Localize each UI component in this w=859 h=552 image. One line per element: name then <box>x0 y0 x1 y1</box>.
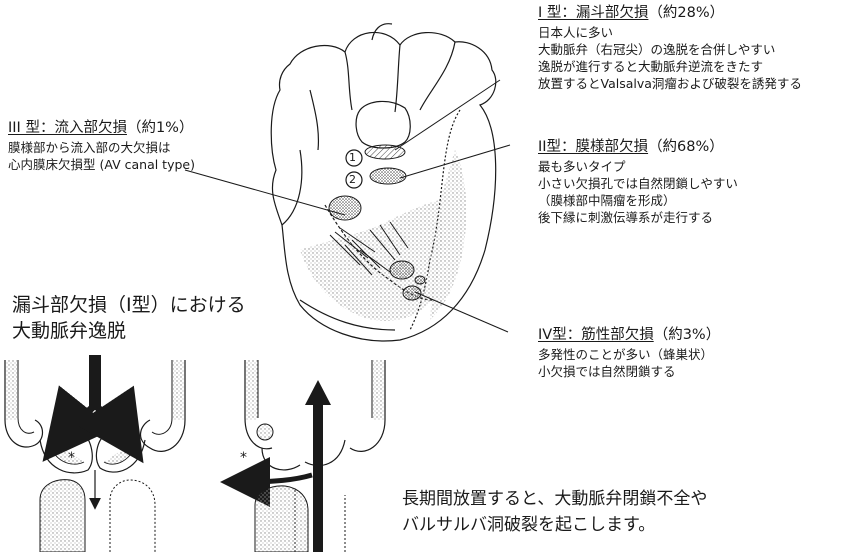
type2-heading: II型：膜様部欠損（約68%） <box>538 138 738 156</box>
asterisk-left: * <box>68 450 75 466</box>
type3-label-block: III 型：流入部欠損（約1%） 膜様部から流入部の大欠損は 心内膜床欠損型 (… <box>8 119 195 173</box>
type2-note: 後下縁に刺激伝導系が走行する <box>538 209 738 226</box>
prolapse-diagram-left <box>5 355 185 552</box>
type1-note: 逸脱が進行すると大動脈弁逆流をきたす <box>538 58 802 75</box>
type1-note: 放置するとValsalva洞瘤および破裂を誘発する <box>538 75 802 92</box>
type3-heading: III 型：流入部欠損（約1%） <box>8 119 195 137</box>
prolapse-diagram-right <box>240 360 385 552</box>
type1-label-block: I 型：漏斗部欠損（約28%） 日本人に多い 大動脈弁（右冠尖）の逸脱を合併しや… <box>538 4 802 92</box>
type3-percentage: （約1%） <box>127 120 194 136</box>
type2-note: 最も多いタイプ <box>538 158 738 175</box>
type3-note: 心内膜床欠損型 (AV canal type) <box>8 156 195 173</box>
type1-heading: I 型：漏斗部欠損（約28%） <box>538 4 802 22</box>
conclusion-line: 長期間放置すると、大動脈弁閉鎖不全や <box>402 486 707 512</box>
type1-title: I 型：漏斗部欠損 <box>538 5 648 21</box>
conclusion-line: バルサルバ洞破裂を起こします。 <box>402 512 707 538</box>
type4-heading: IV型：筋性部欠損（約3%） <box>538 326 720 344</box>
type4-note: 多発性のことが多い（蜂巣状） <box>538 346 720 363</box>
type2-note: 小さい欠損孔では自然閉鎖しやすい <box>538 175 738 192</box>
asterisk-right: * <box>240 450 247 466</box>
type2-note: （膜様部中隔瘤を形成） <box>538 192 738 209</box>
defect-type3 <box>329 196 361 220</box>
prolapse-heading: 漏斗部欠損（I型）における 大動脈弁逸脱 <box>12 292 246 344</box>
type4-label-block: IV型：筋性部欠損（約3%） 多発性のことが多い（蜂巣状） 小欠損では自然閉鎖す… <box>538 326 720 380</box>
prolapse-heading-line: 漏斗部欠損（I型）における <box>12 292 246 318</box>
prolapse-heading-line: 大動脈弁逸脱 <box>12 318 246 344</box>
type2-percentage: （約68%） <box>648 139 724 155</box>
marker-2-label: 2 <box>349 172 356 188</box>
type3-title: III 型：流入部欠損 <box>8 120 127 136</box>
type1-note: 大動脈弁（右冠尖）の逸脱を合併しやすい <box>538 41 802 58</box>
type3-note: 膜様部から流入部の大欠損は <box>8 139 195 156</box>
type4-title: IV型：筋性部欠損 <box>538 327 654 343</box>
type1-percentage: （約28%） <box>648 5 724 21</box>
type1-note: 日本人に多い <box>538 24 802 41</box>
type4-percentage: （約3%） <box>654 327 721 343</box>
conclusion-text: 長期間放置すると、大動脈弁閉鎖不全や バルサルバ洞破裂を起こします。 <box>402 486 707 538</box>
ventricular-septum-stipple <box>300 200 442 321</box>
defect-type2 <box>370 168 406 184</box>
type4-note: 小欠損では自然閉鎖する <box>538 363 720 380</box>
marker-1-label: 1 <box>349 150 356 166</box>
type2-title: II型：膜様部欠損 <box>538 139 648 155</box>
type2-label-block: II型：膜様部欠損（約68%） 最も多いタイプ 小さい欠損孔では自然閉鎖しやすい… <box>538 138 738 226</box>
